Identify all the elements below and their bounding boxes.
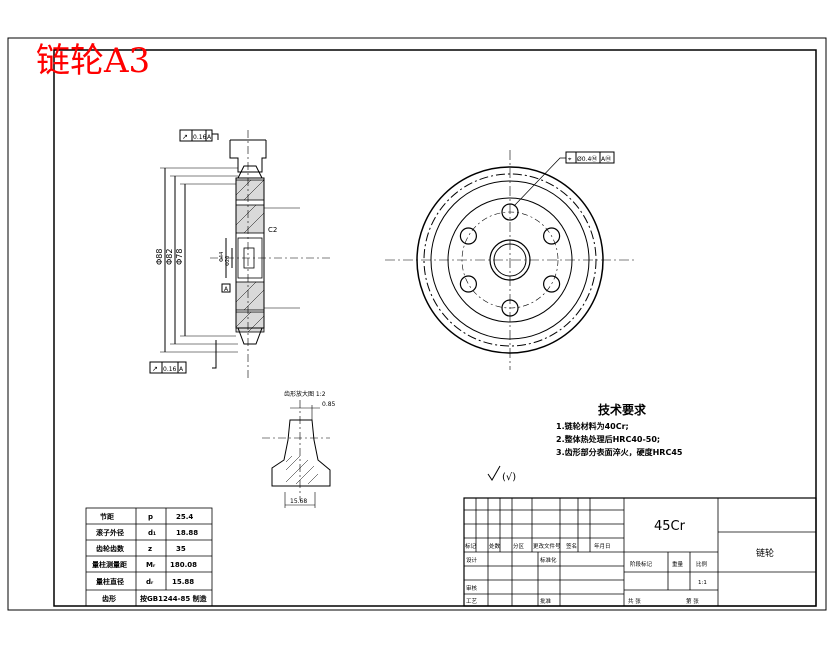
sheet-border <box>7 37 827 611</box>
param-val-0: 25.4 <box>176 513 193 521</box>
tol-top-datum: A <box>207 134 212 141</box>
param-sym-1: d₁ <box>148 529 156 537</box>
material-label: 45Cr <box>654 519 686 534</box>
detail-view <box>262 400 331 508</box>
param-table <box>85 507 213 607</box>
runout-icon-bottom: ↗ <box>152 365 158 373</box>
dim-d2: Φ82 <box>165 249 174 265</box>
tb-approve: 批准 <box>540 597 552 605</box>
tolerance-frame-bottom: ↗ 0.16 A <box>149 361 187 374</box>
tb-stage-mark: 阶段标记 <box>630 560 653 568</box>
param-name-0: 节距 <box>100 512 114 521</box>
tb-scale: 比例 <box>696 560 708 568</box>
tb-weight: 重量 <box>672 560 684 568</box>
detail-width-dim: 15.68 <box>290 498 307 505</box>
tol-top-value: 0.16 <box>193 134 207 141</box>
dim-hub: Φ44 <box>219 252 225 262</box>
tol-position-value: Ø0.4Ⓜ <box>577 155 597 163</box>
tb-count: 处数 <box>489 542 501 550</box>
tb-scale-value: 1:1 <box>698 580 707 586</box>
tb-process: 工艺 <box>466 598 478 605</box>
tb-signature: 签名 <box>566 542 577 550</box>
tb-standardize: 标准化 <box>540 556 557 564</box>
tech-req-item-3: 3.齿形部分表面淬火，硬度HRC45 <box>556 447 683 457</box>
detail-small-dim: 0.85 <box>322 401 336 408</box>
datum-marker: A <box>221 283 231 293</box>
param-name-1: 滚子外径 <box>96 528 124 537</box>
part-name: 链轮 <box>756 547 774 559</box>
roughness-note: (√) <box>502 472 516 483</box>
watermark-title: 链轮A3 <box>36 41 150 81</box>
param-val-5: 按GB1244-85 制造 <box>140 594 208 603</box>
tb-design: 设计 <box>466 556 478 564</box>
param-val-2: 35 <box>176 545 186 553</box>
param-sym-4: dᵣ <box>146 578 154 586</box>
front-view <box>385 150 636 370</box>
position-icon: ⌖ <box>568 156 572 163</box>
dim-d3: Φ78 <box>175 249 184 265</box>
tech-req-title: 技术要求 <box>598 402 647 417</box>
param-val-1: 18.88 <box>176 529 198 537</box>
tol-bottom-value: 0.16 <box>163 366 177 373</box>
param-name-2: 齿轮齿数 <box>96 544 125 553</box>
tolerance-frame-top: ↗ 0.16 A <box>179 129 213 142</box>
tb-marker: 标记 <box>465 542 477 550</box>
param-sym-0: p <box>148 513 153 521</box>
param-name-3: 量柱测量距 <box>92 560 127 569</box>
dim-bore: Φ20 <box>225 256 231 266</box>
tol-position-datum: AⓂ <box>601 155 611 163</box>
tb-sheet-no: 第 张 <box>686 597 699 605</box>
param-name-5: 齿形 <box>102 594 116 603</box>
dim-chamfer: C2 <box>268 226 277 234</box>
tb-change-doc: 更改文件号 <box>533 542 561 550</box>
tb-date: 年月日 <box>594 542 611 550</box>
datum-label: A <box>224 286 229 293</box>
roughness-symbol: (√) <box>487 465 516 483</box>
tb-zone: 分区 <box>513 542 525 550</box>
param-name-4: 量柱直径 <box>96 577 124 586</box>
tb-sheets-total: 共 张 <box>628 597 641 605</box>
tol-bottom-datum: A <box>179 366 184 373</box>
tolerance-frame-position: ⌖ Ø0.4Ⓜ AⓂ <box>565 151 615 164</box>
dim-d1: Φ88 <box>155 249 164 265</box>
detail-title: 齿形放大图 1:2 <box>284 390 326 398</box>
param-val-3: 180.08 <box>170 561 197 569</box>
tech-req-item-2: 2.整体热处理后HRC40-50; <box>556 434 660 444</box>
side-view <box>160 130 330 380</box>
runout-icon: ↗ <box>182 133 188 141</box>
param-sym-2: z <box>148 545 152 553</box>
tech-req-item-1: 1.链轮材料为40Cr; <box>556 421 629 431</box>
param-val-4: 15.88 <box>172 578 194 586</box>
param-sym-3: Mᵣ <box>146 561 156 569</box>
frame-border <box>53 49 817 607</box>
title-block <box>463 497 817 607</box>
tb-review: 审核 <box>466 584 478 592</box>
